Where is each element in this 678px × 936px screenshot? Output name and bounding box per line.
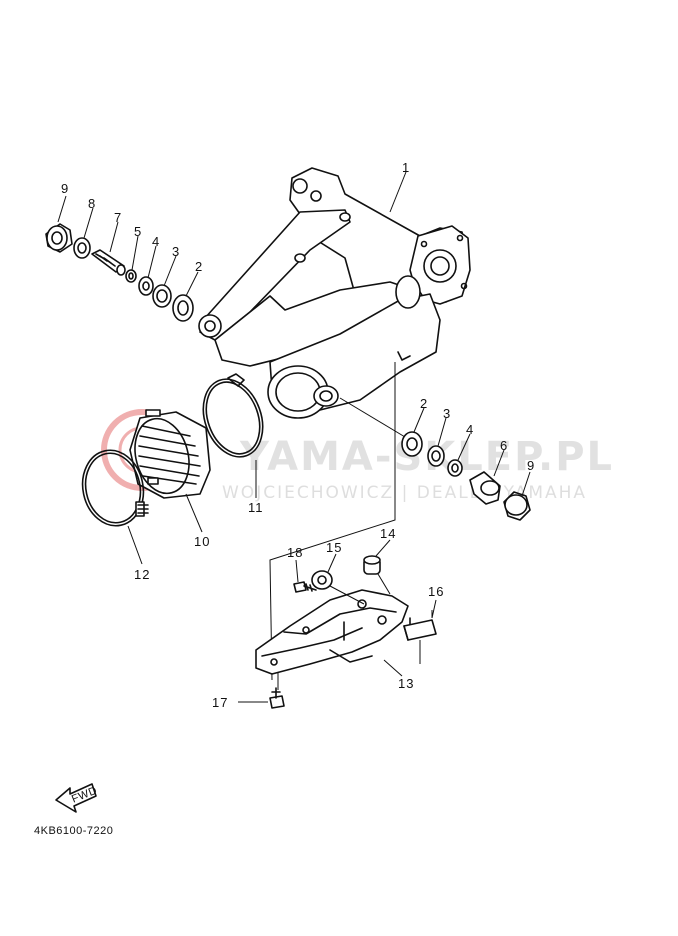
callout-9b: 9 [527,458,535,473]
diagram-code: 4KB6100-7220 [34,825,113,837]
part-15-collar [311,570,391,605]
part-2b-bearing [401,431,423,457]
callout-4a: 4 [152,234,160,249]
callout-17: 17 [212,695,228,710]
part-12-clamp [81,449,149,527]
callout-14: 14 [380,526,396,541]
part-14-damper [363,555,381,575]
callout-18: 18 [287,545,303,560]
part-13-guard [255,589,411,675]
part-9a-cap [45,223,73,253]
fwd-label: FWD [70,785,99,806]
part-2a-bearing [172,294,194,322]
part-7-pivot-shaft [91,249,126,276]
part-16-pad [403,610,437,664]
callout-8: 8 [88,196,96,211]
part-3a-collar [152,284,172,308]
callout-10: 10 [194,534,210,549]
part-3b-collar [427,445,445,467]
part-4b-seal [447,459,463,477]
callout-2b: 2 [420,396,428,411]
watermark-brand: YAMA-SKLEP.PL [239,434,614,480]
part-6-pivot-bolt [469,471,501,505]
part-5-o-ring [125,269,137,283]
fwd-arrow-icon: FWD [55,783,99,813]
part-17-bolt [269,687,285,709]
part-11-band [202,373,264,458]
callout-6: 6 [500,438,508,453]
part-18-bolt [293,581,317,593]
callout-15: 15 [326,540,342,555]
callout-7: 7 [114,210,122,225]
callout-13: 13 [398,676,414,691]
part-4a-seal [138,276,154,296]
part-9b-cap [503,491,531,521]
callout-5: 5 [134,224,142,239]
callout-3a: 3 [172,244,180,259]
callout-4b: 4 [466,422,474,437]
watermark-dealer: WOJCIECHOWICZ | DEALER YAMAHA [222,483,587,503]
callout-12: 12 [134,567,150,582]
callout-2a: 2 [195,259,203,274]
part-1-rear-arm [198,167,471,419]
callout-1: 1 [402,160,410,175]
callout-3b: 3 [443,406,451,421]
part-8-locknut [73,237,91,259]
callout-9a: 9 [61,181,69,196]
callout-11: 11 [248,500,264,515]
callout-16: 16 [428,584,444,599]
